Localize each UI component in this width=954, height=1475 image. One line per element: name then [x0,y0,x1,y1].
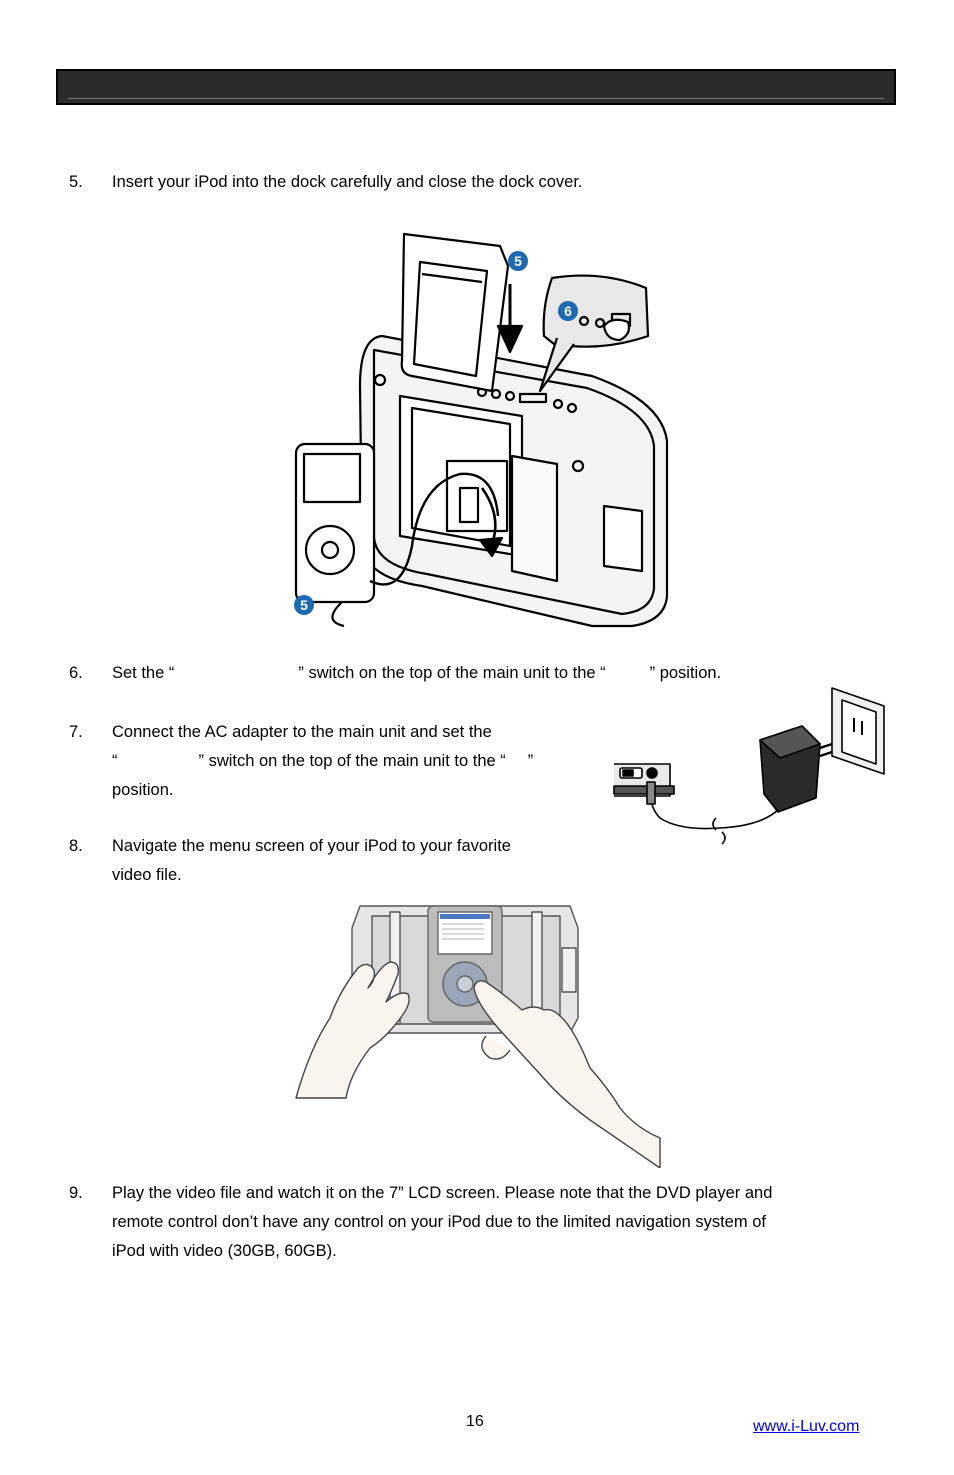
step-number: 6. [69,664,83,682]
step-number: 9. [69,1184,83,1202]
step-text: Connect the AC adapter to the main unit … [112,723,534,799]
figure-dock-insert-ipod: 5 6 5 [294,232,669,628]
section-header-bar [56,69,896,105]
step-number: 8. [69,837,83,855]
step-number: 7. [69,723,83,741]
badge-5-top: 5 [514,253,522,269]
step-text: Play the video file and watch it on the … [112,1184,773,1260]
figure-navigate-ipod-menu [295,905,661,1168]
figure-ac-adapter [613,687,885,845]
step-number: 5. [69,173,83,191]
website-link[interactable]: www.i-Luv.com [753,1418,860,1435]
badge-6: 6 [564,303,572,319]
page-number: 16 [466,1413,484,1430]
badge-5-bottom: 5 [300,597,308,613]
step-text: Insert your iPod into the dock carefully… [112,173,583,191]
step-badges: 5 6 5 [294,251,578,615]
step-text: Navigate the menu screen of your iPod to… [112,837,511,884]
step-text: Set the “” switch on the top of the main… [112,664,722,682]
